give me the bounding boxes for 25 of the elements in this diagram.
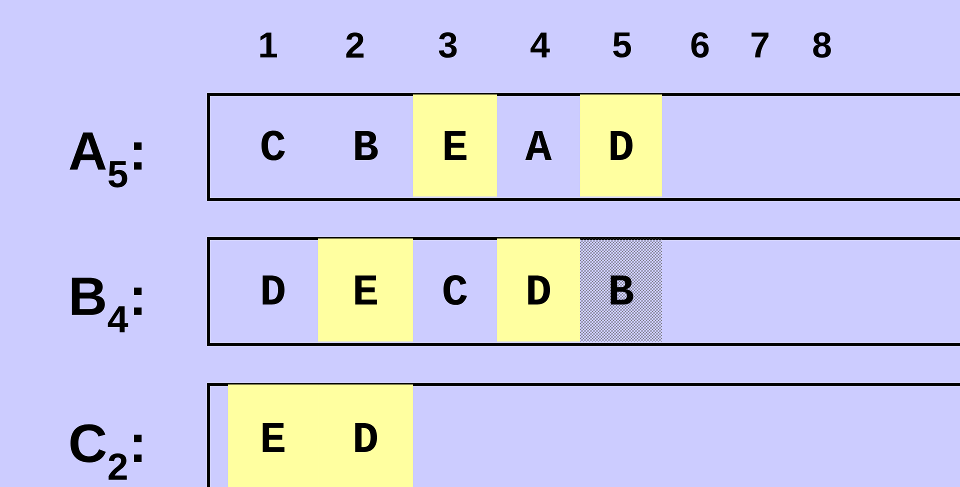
node-label: E [262, 423, 284, 452]
row-label: C$_{2}$: [70, 424, 142, 480]
highlighted-cell: D [580, 94, 662, 196]
highlighted-cell: D [318, 384, 413, 487]
column-number: 4 [530, 32, 550, 58]
letter: D [262, 276, 284, 304]
row-label: B$_{4}$: [72, 278, 142, 332]
highlighted-cell: E [228, 384, 318, 487]
letter: C [444, 275, 467, 305]
highlighted-cell: D [497, 238, 580, 342]
node-label: D [355, 423, 377, 452]
letter: B [355, 131, 378, 160]
column-number: 6 [691, 32, 709, 58]
highlighted-cell: E [318, 238, 413, 342]
letter: C [262, 130, 285, 160]
letter: A [525, 131, 552, 160]
column-number: 2 [346, 32, 364, 58]
highlighted-cell: E [413, 94, 497, 196]
column-number: 7 [752, 32, 768, 58]
column-number: 8 [813, 32, 831, 58]
column-number: 3 [438, 32, 457, 58]
crossed-cell: B [610, 276, 634, 304]
row-label: A$_{5}$: [70, 132, 142, 188]
column-number: 5 [613, 32, 631, 58]
column-number: 1 [260, 32, 277, 58]
